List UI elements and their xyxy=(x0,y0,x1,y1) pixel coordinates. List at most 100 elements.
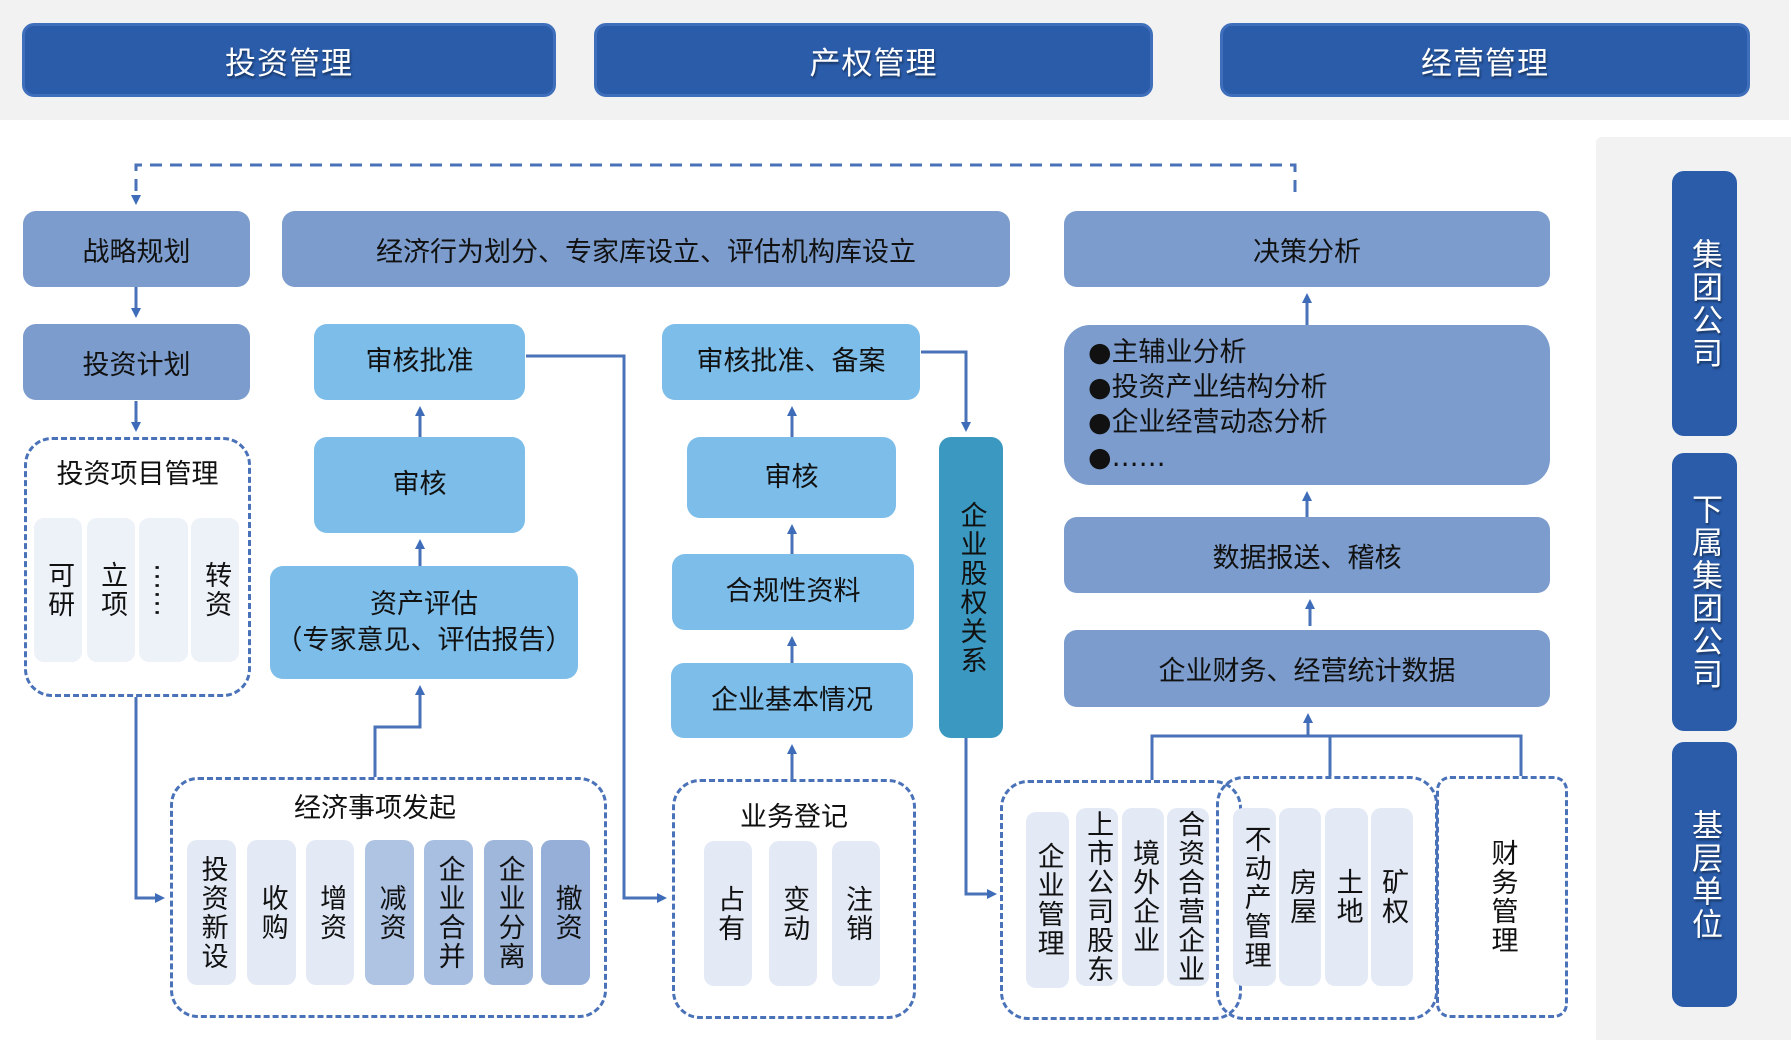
arrow-events-to-assessment xyxy=(373,685,425,777)
event-item-new-investment[interactable]: 投资新设 xyxy=(187,840,236,985)
dashed-feedback-connector xyxy=(131,163,1297,205)
strategy-planning-label: 战略规划 xyxy=(82,236,191,268)
enterprise-item-label: 上市公司股东 xyxy=(1082,810,1114,984)
basic-info-box[interactable]: 企业基本情况 xyxy=(671,663,913,738)
asset-assessment-label: 资产评估 xyxy=(370,589,478,621)
analysis-item: ●投资产业结构分析 xyxy=(1088,370,1550,405)
event-item-label: 减资 xyxy=(374,883,406,942)
level-grassroots-unit[interactable]: 基层单位 xyxy=(1672,742,1737,1007)
enterprise-item-label: 合资合营企业 xyxy=(1173,810,1205,984)
bullet-icon: ● xyxy=(1088,442,1112,473)
data-report-label: 数据报送、稽核 xyxy=(1212,542,1402,574)
asset-assessment-box[interactable]: 资产评估 （专家意见、评估报告） xyxy=(270,566,578,679)
event-item-divestment[interactable]: 撤资 xyxy=(541,840,590,985)
data-report-box[interactable]: 数据报送、稽核 xyxy=(1064,517,1550,593)
registration-item-label: 变动 xyxy=(778,884,810,943)
economic-behavior-setup-box[interactable]: 经济行为划分、专家库设立、评估机构库设立 xyxy=(282,211,1010,287)
approve-filing-label: 审核批准、备案 xyxy=(696,346,886,378)
project-item-transfer-label: 转资 xyxy=(200,561,232,619)
event-item-capital-reduction[interactable]: 减资 xyxy=(365,840,414,985)
review-box[interactable]: 审核 xyxy=(314,437,525,533)
level-group-company[interactable]: 集团公司 xyxy=(1672,171,1737,436)
connector-groups-bus xyxy=(1150,734,1523,780)
analysis-item-label: 投资产业结构分析 xyxy=(1111,372,1328,403)
project-item-feasibility[interactable]: 可研 xyxy=(34,518,82,662)
event-item-label: 企业分离 xyxy=(493,854,525,971)
event-item-label: 撤资 xyxy=(550,883,582,942)
level-group-company-label: 集团公司 xyxy=(1686,237,1722,370)
review2-label: 审核 xyxy=(764,461,819,493)
event-item-split[interactable]: 企业分离 xyxy=(484,840,533,985)
enterprise-item-overseas[interactable]: 境外企业 xyxy=(1122,808,1164,986)
level-grassroots-unit-label: 基层单位 xyxy=(1686,808,1722,941)
equity-relation-box[interactable]: 企业股权关系 xyxy=(939,437,1003,738)
realestate-item-housing[interactable]: 房屋 xyxy=(1279,808,1321,986)
registration-item-label: 占有 xyxy=(713,884,745,943)
tab-investment-management[interactable]: 投资管理 xyxy=(22,23,556,97)
realestate-item-land[interactable]: 土地 xyxy=(1325,808,1368,986)
event-item-label: 增资 xyxy=(315,883,347,942)
registration-item-change[interactable]: 变动 xyxy=(769,841,817,986)
statistics-data-box[interactable]: 企业财务、经营统计数据 xyxy=(1064,630,1550,707)
registration-title: 业务登记 xyxy=(740,802,848,833)
project-item-more[interactable]: …… xyxy=(139,518,188,662)
arrow-approvefiling-to-equity xyxy=(921,350,971,432)
event-item-label: 投资新设 xyxy=(196,854,228,971)
investment-plan-box[interactable]: 投资计划 xyxy=(23,324,250,400)
event-item-label: 收购 xyxy=(256,883,288,942)
registration-item-cancellation[interactable]: 注销 xyxy=(832,841,880,986)
event-item-capital-increase[interactable]: 增资 xyxy=(306,840,354,985)
project-item-transfer[interactable]: 转资 xyxy=(191,518,239,662)
registration-group xyxy=(672,779,916,1019)
realestate-item-label: 矿权 xyxy=(1377,868,1409,926)
decision-analysis-box[interactable]: 决策分析 xyxy=(1064,211,1550,287)
decision-analysis-label: 决策分析 xyxy=(1253,236,1361,268)
review-label: 审核 xyxy=(392,469,447,501)
bullet-icon: ● xyxy=(1088,372,1112,403)
realestate-item-mining-rights[interactable]: 矿权 xyxy=(1371,808,1413,986)
level-subsidiary-group[interactable]: 下属集团公司 xyxy=(1672,453,1737,731)
finance-management-box[interactable]: 财务管理 xyxy=(1436,776,1568,1018)
event-item-merger[interactable]: 企业合并 xyxy=(424,840,473,985)
enterprise-item-label: 企业管理 xyxy=(1032,842,1064,958)
equity-relation-label: 企业股权关系 xyxy=(955,500,987,675)
enterprise-item-listed-shareholder[interactable]: 上市公司股东 xyxy=(1076,808,1118,986)
registration-item-possession[interactable]: 占有 xyxy=(704,841,752,986)
economic-events-title: 经济事项发起 xyxy=(294,793,456,824)
tab-operations-management[interactable]: 经营管理 xyxy=(1220,23,1750,97)
project-management-title: 投资项目管理 xyxy=(56,459,219,490)
enterprise-item-label: 境外企业 xyxy=(1128,839,1160,955)
arrow-project-to-events xyxy=(134,697,165,903)
enterprise-item-joint-venture[interactable]: 合资合营企业 xyxy=(1167,808,1209,986)
level-subsidiary-group-label: 下属集团公司 xyxy=(1686,493,1722,691)
analysis-item-label: 主辅业分析 xyxy=(1111,337,1247,368)
economic-behavior-setup-label: 经济行为划分、专家库设立、评估机构库设立 xyxy=(376,236,916,268)
arrow-equity-to-enterprise xyxy=(964,738,997,899)
finance-management-label: 财务管理 xyxy=(1486,839,1518,955)
approve-box[interactable]: 审核批准 xyxy=(314,324,525,400)
investment-plan-label: 投资计划 xyxy=(82,349,191,381)
event-item-acquisition[interactable]: 收购 xyxy=(247,840,296,985)
approve-label: 审核批准 xyxy=(365,346,474,378)
approve-filing-box[interactable]: 审核批准、备案 xyxy=(662,324,920,400)
review2-box[interactable]: 审核 xyxy=(687,437,896,518)
analysis-item: ●主辅业分析 xyxy=(1088,335,1550,370)
compliance-label: 合规性资料 xyxy=(725,576,861,608)
project-item-approval[interactable]: 立项 xyxy=(87,518,135,662)
analysis-item: ●…… xyxy=(1088,440,1550,475)
project-item-approval-label: 立项 xyxy=(96,561,128,619)
bullet-icon: ● xyxy=(1088,337,1112,368)
compliance-box[interactable]: 合规性资料 xyxy=(672,554,914,630)
analysis-item-label: 企业经营动态分析 xyxy=(1111,407,1328,438)
enterprise-item-management[interactable]: 企业管理 xyxy=(1026,812,1069,988)
strategy-planning-box[interactable]: 战略规划 xyxy=(23,211,250,287)
analysis-list-box[interactable]: ●主辅业分析 ●投资产业结构分析 ●企业经营动态分析 ●…… xyxy=(1064,325,1550,485)
realestate-item-management[interactable]: 不动产管理 xyxy=(1233,808,1276,986)
registration-item-label: 注销 xyxy=(841,884,873,943)
event-item-label: 企业合并 xyxy=(433,854,465,971)
bullet-icon: ● xyxy=(1088,407,1112,438)
project-management-group xyxy=(24,437,251,697)
analysis-item-label: …… xyxy=(1111,442,1166,473)
tab-property-rights-management[interactable]: 产权管理 xyxy=(594,23,1153,97)
economic-events-group xyxy=(170,777,607,1018)
